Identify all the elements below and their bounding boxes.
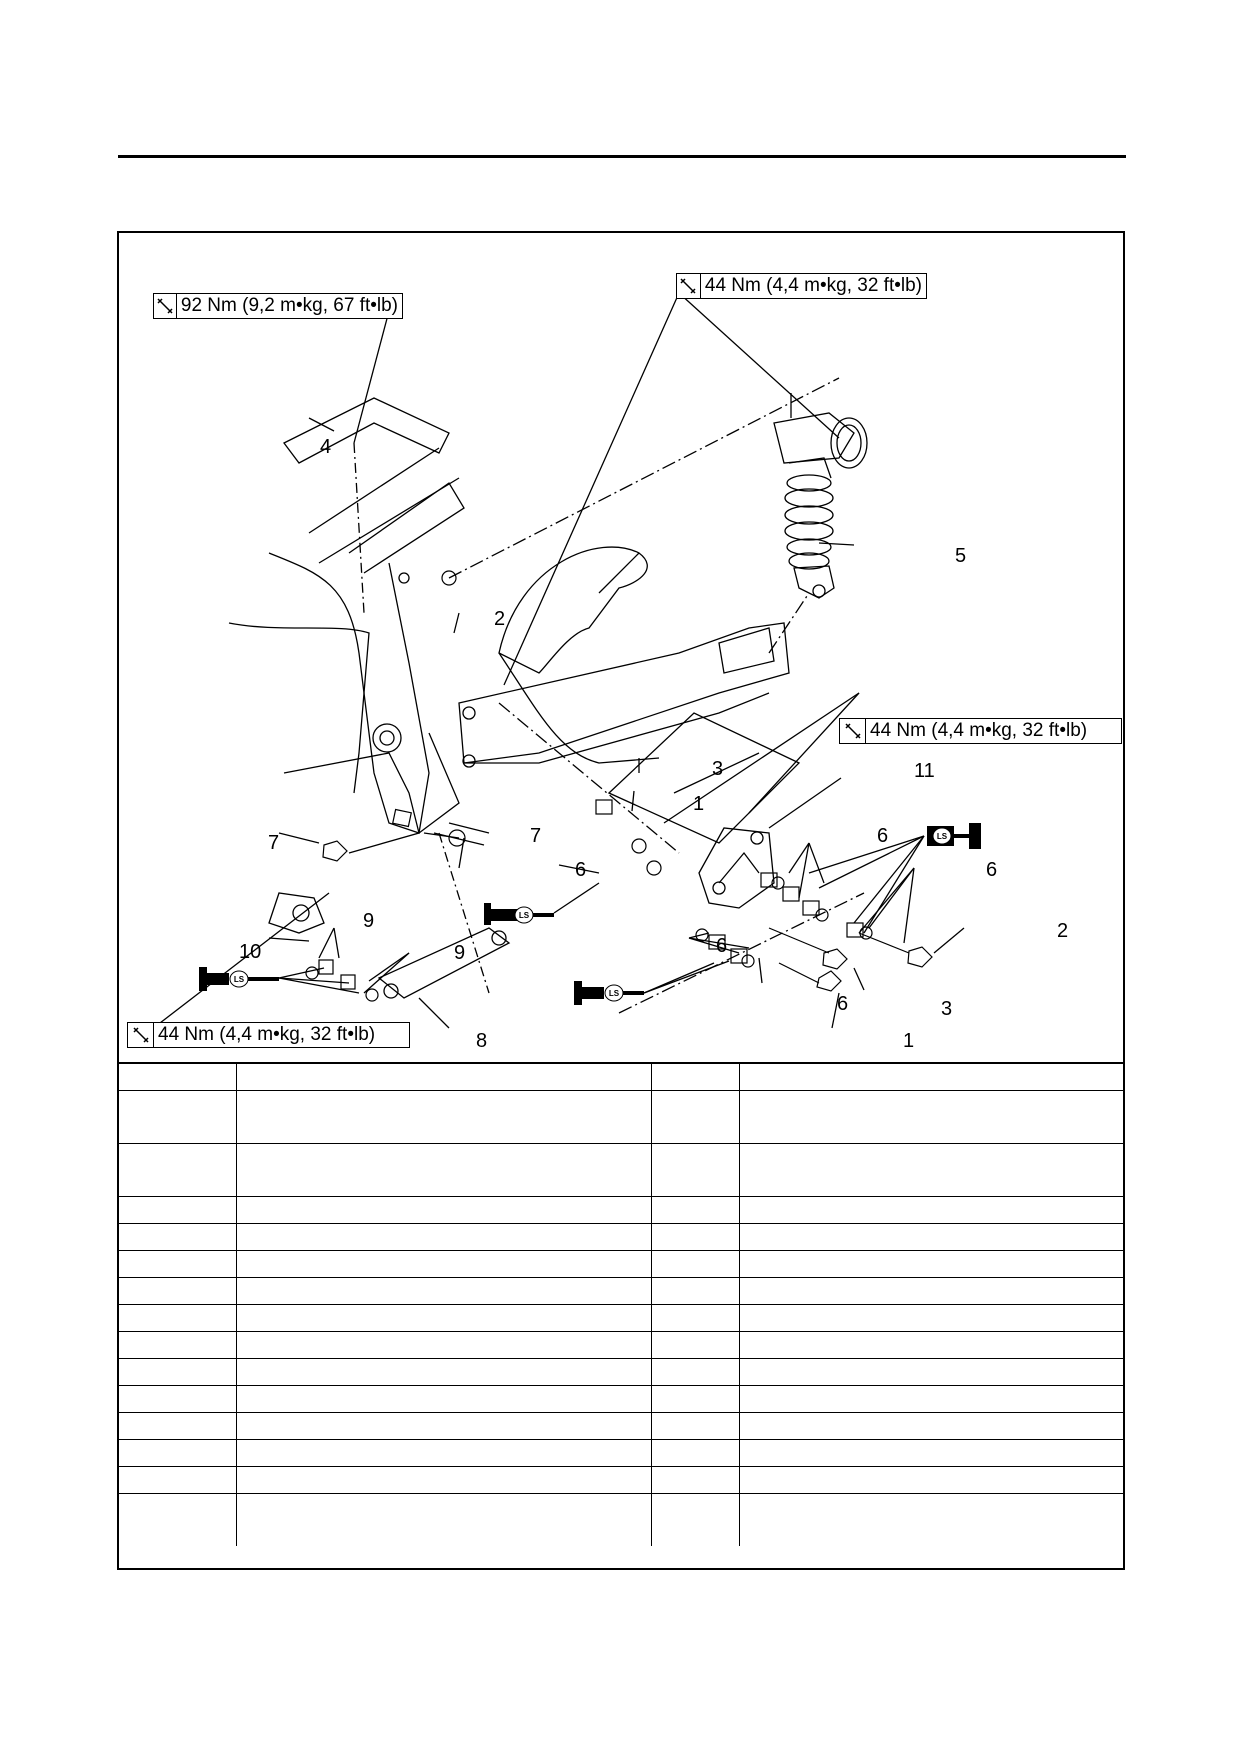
callout-number: 6 — [877, 825, 889, 847]
callout-number: 8 — [476, 1030, 488, 1052]
table-header-row — [119, 1062, 1123, 1091]
torque-spec-box: 92 Nm (9,2 m•kg, 67 ft•lb) — [153, 293, 403, 319]
callout-number: 1 — [693, 793, 705, 815]
callout-number: 1 — [903, 1030, 915, 1052]
table-row — [119, 1143, 1123, 1197]
parts-table — [119, 1062, 1123, 1546]
table-row — [119, 1223, 1123, 1251]
header-rule — [118, 155, 1126, 158]
torque-wrench-icon — [677, 274, 701, 298]
table-row — [119, 1304, 1123, 1332]
torque-value: 44 Nm (4,4 m•kg, 32 ft•lb) — [704, 275, 922, 296]
callout-number: 7 — [530, 825, 542, 847]
torque-value: 44 Nm (4,4 m•kg, 32 ft•lb) — [870, 720, 1088, 741]
ls-mark-label: LS — [609, 989, 620, 998]
rear-suspension-diagram: LS LS LS LS — [146, 292, 981, 1034]
torque-wrench-icon — [154, 294, 177, 318]
ls-mark-label: LS — [234, 975, 245, 984]
torque-spec-box: 44 Nm (4,4 m•kg, 32 ft•lb) — [839, 718, 1122, 744]
callout-number: 3 — [712, 758, 724, 780]
exploded-diagram-frame: LS LS LS LS 92 Nm (9,2 m•kg, 67 ft•lb) 4… — [117, 231, 1125, 1570]
ls-grease-symbol — [199, 967, 279, 991]
callout-number: 6 — [716, 935, 728, 957]
callout-number: 3 — [941, 998, 953, 1020]
table-row — [119, 1439, 1123, 1467]
callout-number: 6 — [837, 993, 849, 1015]
torque-spec-box: 44 Nm (4,4 m•kg, 32 ft•lb) — [127, 1022, 410, 1048]
callout-number: 6 — [986, 859, 998, 881]
torque-spec-box: 44 Nm (4,4 m•kg, 32 ft•lb) — [676, 273, 927, 299]
callout-number: 4 — [320, 436, 332, 458]
ls-grease-symbol — [574, 981, 644, 1005]
table-row — [119, 1277, 1123, 1305]
ls-mark-label: LS — [519, 911, 530, 920]
table-row — [119, 1250, 1123, 1278]
callout-number: 10 — [239, 941, 262, 963]
table-row — [119, 1331, 1123, 1359]
ls-grease-symbol — [484, 903, 554, 925]
table-row — [119, 1090, 1123, 1144]
callout-number: 7 — [268, 832, 280, 854]
torque-value: 92 Nm (9,2 m•kg, 67 ft•lb) — [180, 295, 398, 316]
torque-wrench-icon — [128, 1023, 154, 1047]
table-row — [119, 1385, 1123, 1413]
callout-number: 9 — [363, 910, 375, 932]
ls-mark-label: LS — [937, 832, 948, 841]
callout-number: 2 — [1057, 920, 1069, 942]
table-row — [119, 1412, 1123, 1440]
callout-number: 2 — [494, 608, 506, 630]
callout-number: 5 — [955, 545, 967, 567]
table-row — [119, 1466, 1123, 1494]
table-row — [119, 1358, 1123, 1386]
table-row — [119, 1196, 1123, 1224]
torque-value: 44 Nm (4,4 m•kg, 32 ft•lb) — [158, 1024, 376, 1045]
callout-number: 6 — [575, 859, 587, 881]
callout-number: 9 — [454, 942, 466, 964]
ls-grease-symbol — [927, 823, 981, 849]
torque-wrench-icon — [840, 719, 866, 743]
callout-number: 11 — [914, 760, 935, 782]
table-row — [119, 1493, 1123, 1546]
